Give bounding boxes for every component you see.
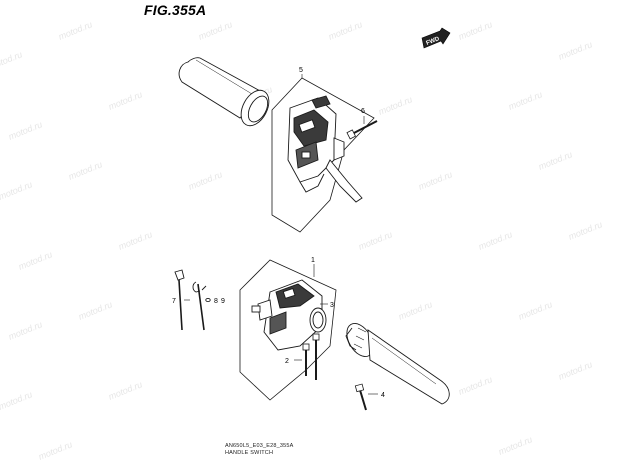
callout-1: 1 — [311, 257, 315, 264]
watermark-text: motod.ru — [77, 299, 114, 322]
watermark-text: motod.ru — [537, 149, 574, 172]
right-handle-switch — [251, 279, 327, 351]
watermark-text: motod.ru — [457, 374, 494, 397]
right-throttle-grip — [345, 323, 450, 405]
watermark-text: motod.ru — [567, 219, 604, 242]
left-handle-switch — [287, 95, 363, 203]
watermark-text: motod.ru — [197, 19, 234, 42]
watermark-text: motod.ru — [107, 379, 144, 402]
callout-4: 4 — [381, 392, 385, 399]
watermark-text: motod.ru — [7, 119, 44, 142]
screw-4 — [354, 383, 367, 411]
callout-7: 7 — [172, 298, 176, 305]
watermark-text: motod.ru — [0, 179, 34, 202]
watermark-text: motod.ru — [0, 389, 34, 412]
callout-5: 5 — [299, 67, 303, 74]
watermark-text: motod.ru — [557, 39, 594, 62]
callout-6: 6 — [361, 108, 365, 115]
watermark-text: motod.ru — [377, 94, 414, 117]
figure-caption: HANDLE SWITCH — [225, 450, 274, 456]
watermark-text: motod.ru — [117, 229, 154, 252]
watermark-text: motod.ru — [37, 439, 74, 462]
screw-3 — [312, 333, 320, 380]
watermark-layer: motod.ru motod.ru motod.ru motod.ru moto… — [0, 19, 604, 462]
watermark-text: motod.ru — [187, 169, 224, 192]
watermark-text: motod.ru — [17, 249, 54, 272]
assembly-1-boundary — [239, 259, 337, 401]
watermark-text: motod.ru — [517, 299, 554, 322]
watermark-text: motod.ru — [7, 319, 44, 342]
callout-3: 3 — [330, 302, 334, 309]
watermark-text: motod.ru — [57, 19, 94, 42]
watermark-text: motod.ru — [327, 19, 364, 42]
callout-8: 8 — [214, 298, 218, 305]
watermark-text: motod.ru — [557, 359, 594, 382]
cable-tie-7 — [174, 269, 185, 331]
watermark-text: motod.ru — [397, 299, 434, 322]
callout-2: 2 — [285, 358, 289, 365]
callout-9: 9 — [221, 298, 225, 305]
left-handlebar-grip — [178, 57, 270, 127]
watermark-text: motod.ru — [477, 229, 514, 252]
screw-2 — [302, 343, 310, 376]
watermark-text: motod.ru — [417, 169, 454, 192]
cable-clamp-8-9 — [192, 281, 211, 331]
watermark-text: motod.ru — [107, 89, 144, 112]
figure-code: AN650L5_E03_E28_355A — [225, 443, 294, 449]
watermark-text: motod.ru — [457, 19, 494, 42]
watermark-text: motod.ru — [507, 89, 544, 112]
watermark-text: motod.ru — [0, 49, 24, 72]
watermark-text: motod.ru — [357, 229, 394, 252]
figure-title: FIG.355A — [144, 2, 207, 18]
watermark-text: motod.ru — [67, 159, 104, 182]
fwd-label: FWD — [426, 36, 442, 47]
watermark-text: motod.ru — [497, 434, 534, 457]
screw-6 — [346, 120, 378, 140]
fwd-arrow-icon: FWD — [421, 27, 451, 49]
